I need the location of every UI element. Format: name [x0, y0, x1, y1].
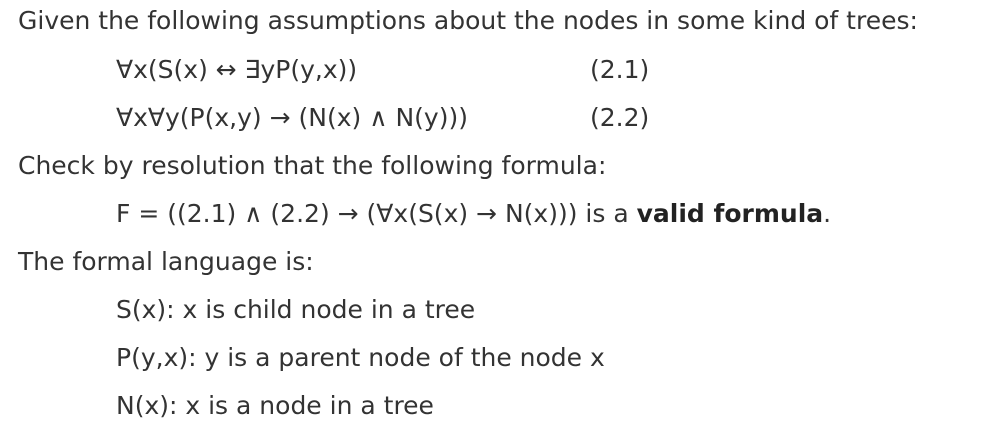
- assumption-formula-2: ∀x∀y(P(x,y) → (N(x) ∧ N(y))): [116, 103, 468, 132]
- language-heading: The formal language is:: [18, 247, 314, 276]
- intro-text: Given the following assumptions about th…: [18, 6, 918, 35]
- definition-p: P(y,x): y is a parent node of the node x: [116, 343, 605, 372]
- assumption-formula-1: ∀x(S(x) ↔ ∃yP(y,x)): [116, 55, 358, 84]
- target-suffix: .: [823, 199, 832, 228]
- check-text: Check by resolution that the following f…: [18, 151, 607, 180]
- definition-s: S(x): x is child node in a tree: [116, 295, 476, 324]
- target-formula-text: F = ((2.1) ∧ (2.2) → (∀x(S(x) → N(x))) i…: [116, 199, 637, 228]
- assumption-number-2: (2.2): [590, 103, 650, 132]
- assumption-number-1: (2.1): [590, 55, 650, 84]
- target-formula: F = ((2.1) ∧ (2.2) → (∀x(S(x) → N(x))) i…: [116, 199, 831, 229]
- definition-n: N(x): x is a node in a tree: [116, 391, 434, 420]
- target-emphasis: valid formula: [636, 199, 824, 228]
